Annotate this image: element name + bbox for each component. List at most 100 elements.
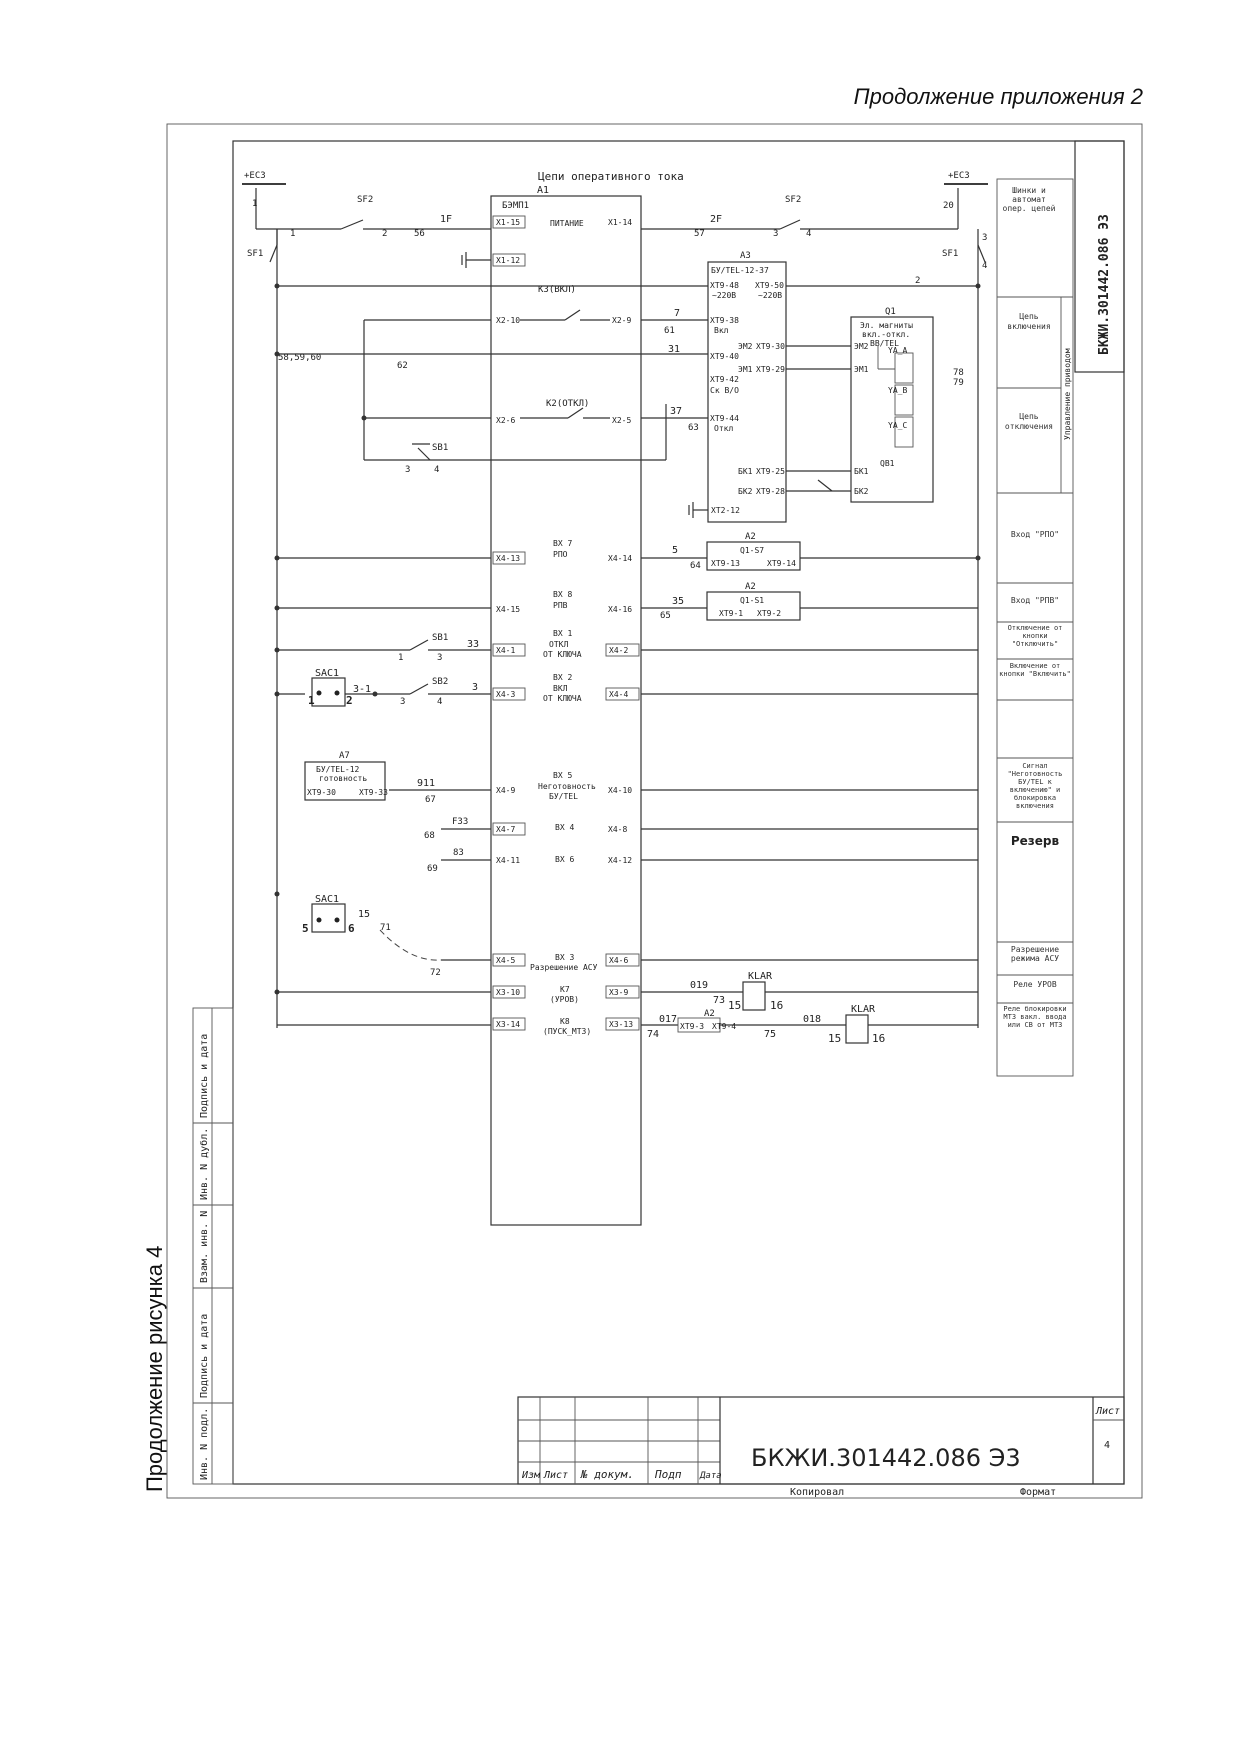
desc-6: Включение от кнопки "Включить" [999,662,1071,678]
a2-1-contact: Q1-S7 [740,546,764,555]
a7-pin-0: XT9-30 [307,788,336,797]
fn-3: РПВ [553,601,568,610]
desc-9: Резерв [1010,834,1060,848]
rpin-11: X3-9 [609,988,628,997]
title-block: Изм Лист № докум. Подп Дата БКЖИ.301442.… [517,1396,1125,1498]
contact-k3: К3(ВКЛ) [538,285,576,295]
vertical-code-box: БКЖИ.301442.086 Э3 [1074,140,1125,373]
rpin-4: X4-16 [608,605,632,614]
fn-16: Разрешение АСУ [530,963,598,972]
klar-pin-0: 15 [728,999,741,1012]
rpin-7: X4-10 [608,786,632,795]
a3-pin-14: XT9-28 [756,487,785,496]
wire-29: 911 [417,778,435,789]
bus-label-1: +ЕС3 [948,171,970,181]
fn-19: К8 [560,1017,570,1026]
bus-label-2: SF1 [247,249,263,259]
wire-6: 2 [382,229,387,239]
sac1-switch-2 [311,903,346,933]
bus-label-10: SAC1 [315,894,339,905]
left-strip: Подпись и дата Инв. N дубл. Взам. инв. N… [192,1007,234,1485]
desc-12: Реле блокировки МТЗ вакл. ввода или СВ о… [1003,1005,1067,1029]
a3-pin-8: Ск В/О [710,386,739,395]
fn-2: ВХ 8 [553,590,572,599]
wire-42: 75 [764,1029,776,1040]
a7-pin-1: XT9-33 [359,788,388,797]
device-labels: +ЕС3 +ЕС3 SF1 SF1 SF2 SF2 SB1 SB1 SB2 SA… [244,171,970,905]
q1-name-2: ВВ/TEL [870,339,899,348]
bus-label-7: SB1 [432,633,448,643]
a2-block-3: A2 XT9-3 XT9-4 [677,1009,736,1033]
a3-pin-6: XT9-40 [710,352,739,361]
lpin-8: X4-9 [496,786,515,795]
q1-term-3: БК2 [854,487,869,496]
wire-30: 67 [425,795,436,805]
a3-pin-4: XT9-38 [710,316,739,325]
wire-39: 017 [659,1014,677,1025]
bus-label-3: SF1 [942,249,958,259]
klar-pin-3: 16 [872,1032,885,1045]
rpin-3: X4-14 [608,554,632,563]
doc-code: БКЖИ.301442.086 Э3 [751,1444,1021,1472]
wire-21: 63 [688,423,699,433]
wire-9: 20 [943,201,954,211]
wire-28: 3 [472,682,478,693]
format-label: Формат [1020,1487,1056,1498]
a3-pin-1: XT9-50 [755,281,784,290]
q1-name-1: вкл.-откл. [862,330,910,339]
wire-24: 35 [672,596,684,607]
bus-label-11: F33 [452,817,468,827]
diagram-title: Цепи оперативного тока [538,170,684,183]
copied-label: Копировал [790,1487,844,1498]
a3-pin-9: XT9-44 [710,414,739,423]
a1-name: БЭМП1 [502,201,529,211]
fn-1: РПО [553,550,568,559]
col-podp: Подп [654,1468,682,1481]
fn-0: ВХ 7 [553,539,572,548]
wiring [242,183,988,1028]
wire-15: 78 [953,368,964,378]
wire-16: 79 [953,378,964,388]
rpin-9: X4-12 [608,856,632,865]
lpin-4: X4-13 [496,554,520,563]
wire-17: 7 [674,308,680,319]
strip-label-3: Подпись и дата [199,1314,210,1398]
group-label: Управление приводом [1063,348,1072,440]
a3-pin-19: БК2 [738,487,753,496]
page-header: Продолжение приложения 2 [853,84,1143,109]
vertical-code: БКЖИ.301442.086 Э3 [1097,214,1112,355]
klar-pin-1: 16 [770,999,783,1012]
a3-pin-10: Откл [714,424,733,433]
a3-pin-11: XT9-30 [756,342,785,351]
a2-3-pin-0: XT9-3 [680,1022,704,1031]
wire-32: 83 [453,848,464,858]
main-block-a1: A1 БЭМП1 ПИТАНИЕ К3(ВКЛ) К2(ОТКЛ) ВХ 7 Р… [490,185,642,1226]
wire-22: 5 [672,545,678,556]
q1-term-2: БК1 [854,467,869,476]
a3-pin-0: XT9-48 [710,281,739,290]
sheet-label: Лист [1095,1406,1120,1417]
rpin-12: X3-13 [609,1020,633,1029]
desc-3: Вход "РПО" [1010,530,1060,539]
wire-50: 3 [405,465,410,475]
fn-4: ВХ 1 [553,629,572,638]
fn-20: (ПУСК_МТЗ) [543,1027,591,1036]
a3-pin-5: Вкл [714,326,729,335]
wire-13: 58,59,60 [278,353,321,363]
fn-5: ОТКЛ [549,640,568,649]
wire-38: 73 [713,995,725,1006]
a2-block-1: A2 Q1-S7 XT9-13 XT9-14 [706,532,801,571]
wire-10: 2 [915,276,920,286]
a7-name-0: БУ/TEL-12 [316,765,360,774]
a2-1-pin-1: XT9-14 [767,559,796,568]
a1-right-pins: X1-14 X2-9 X2-5 X4-14 X4-16 X4-2 X4-4 X4… [605,218,640,1031]
a2-3-pin-1: XT9-4 [712,1022,736,1031]
lpin-3: X2-6 [496,416,515,425]
q1-coil-0: YA_A [888,346,907,355]
fn-9: ОТ КЛЮЧА [543,694,582,703]
col-izm: Изм [521,1470,541,1481]
wire-7: 3 [773,229,778,239]
rpin-8: X4-8 [608,825,627,834]
col-doc: № докум. [580,1468,634,1481]
klar-label-1: KLAR [851,1004,876,1015]
